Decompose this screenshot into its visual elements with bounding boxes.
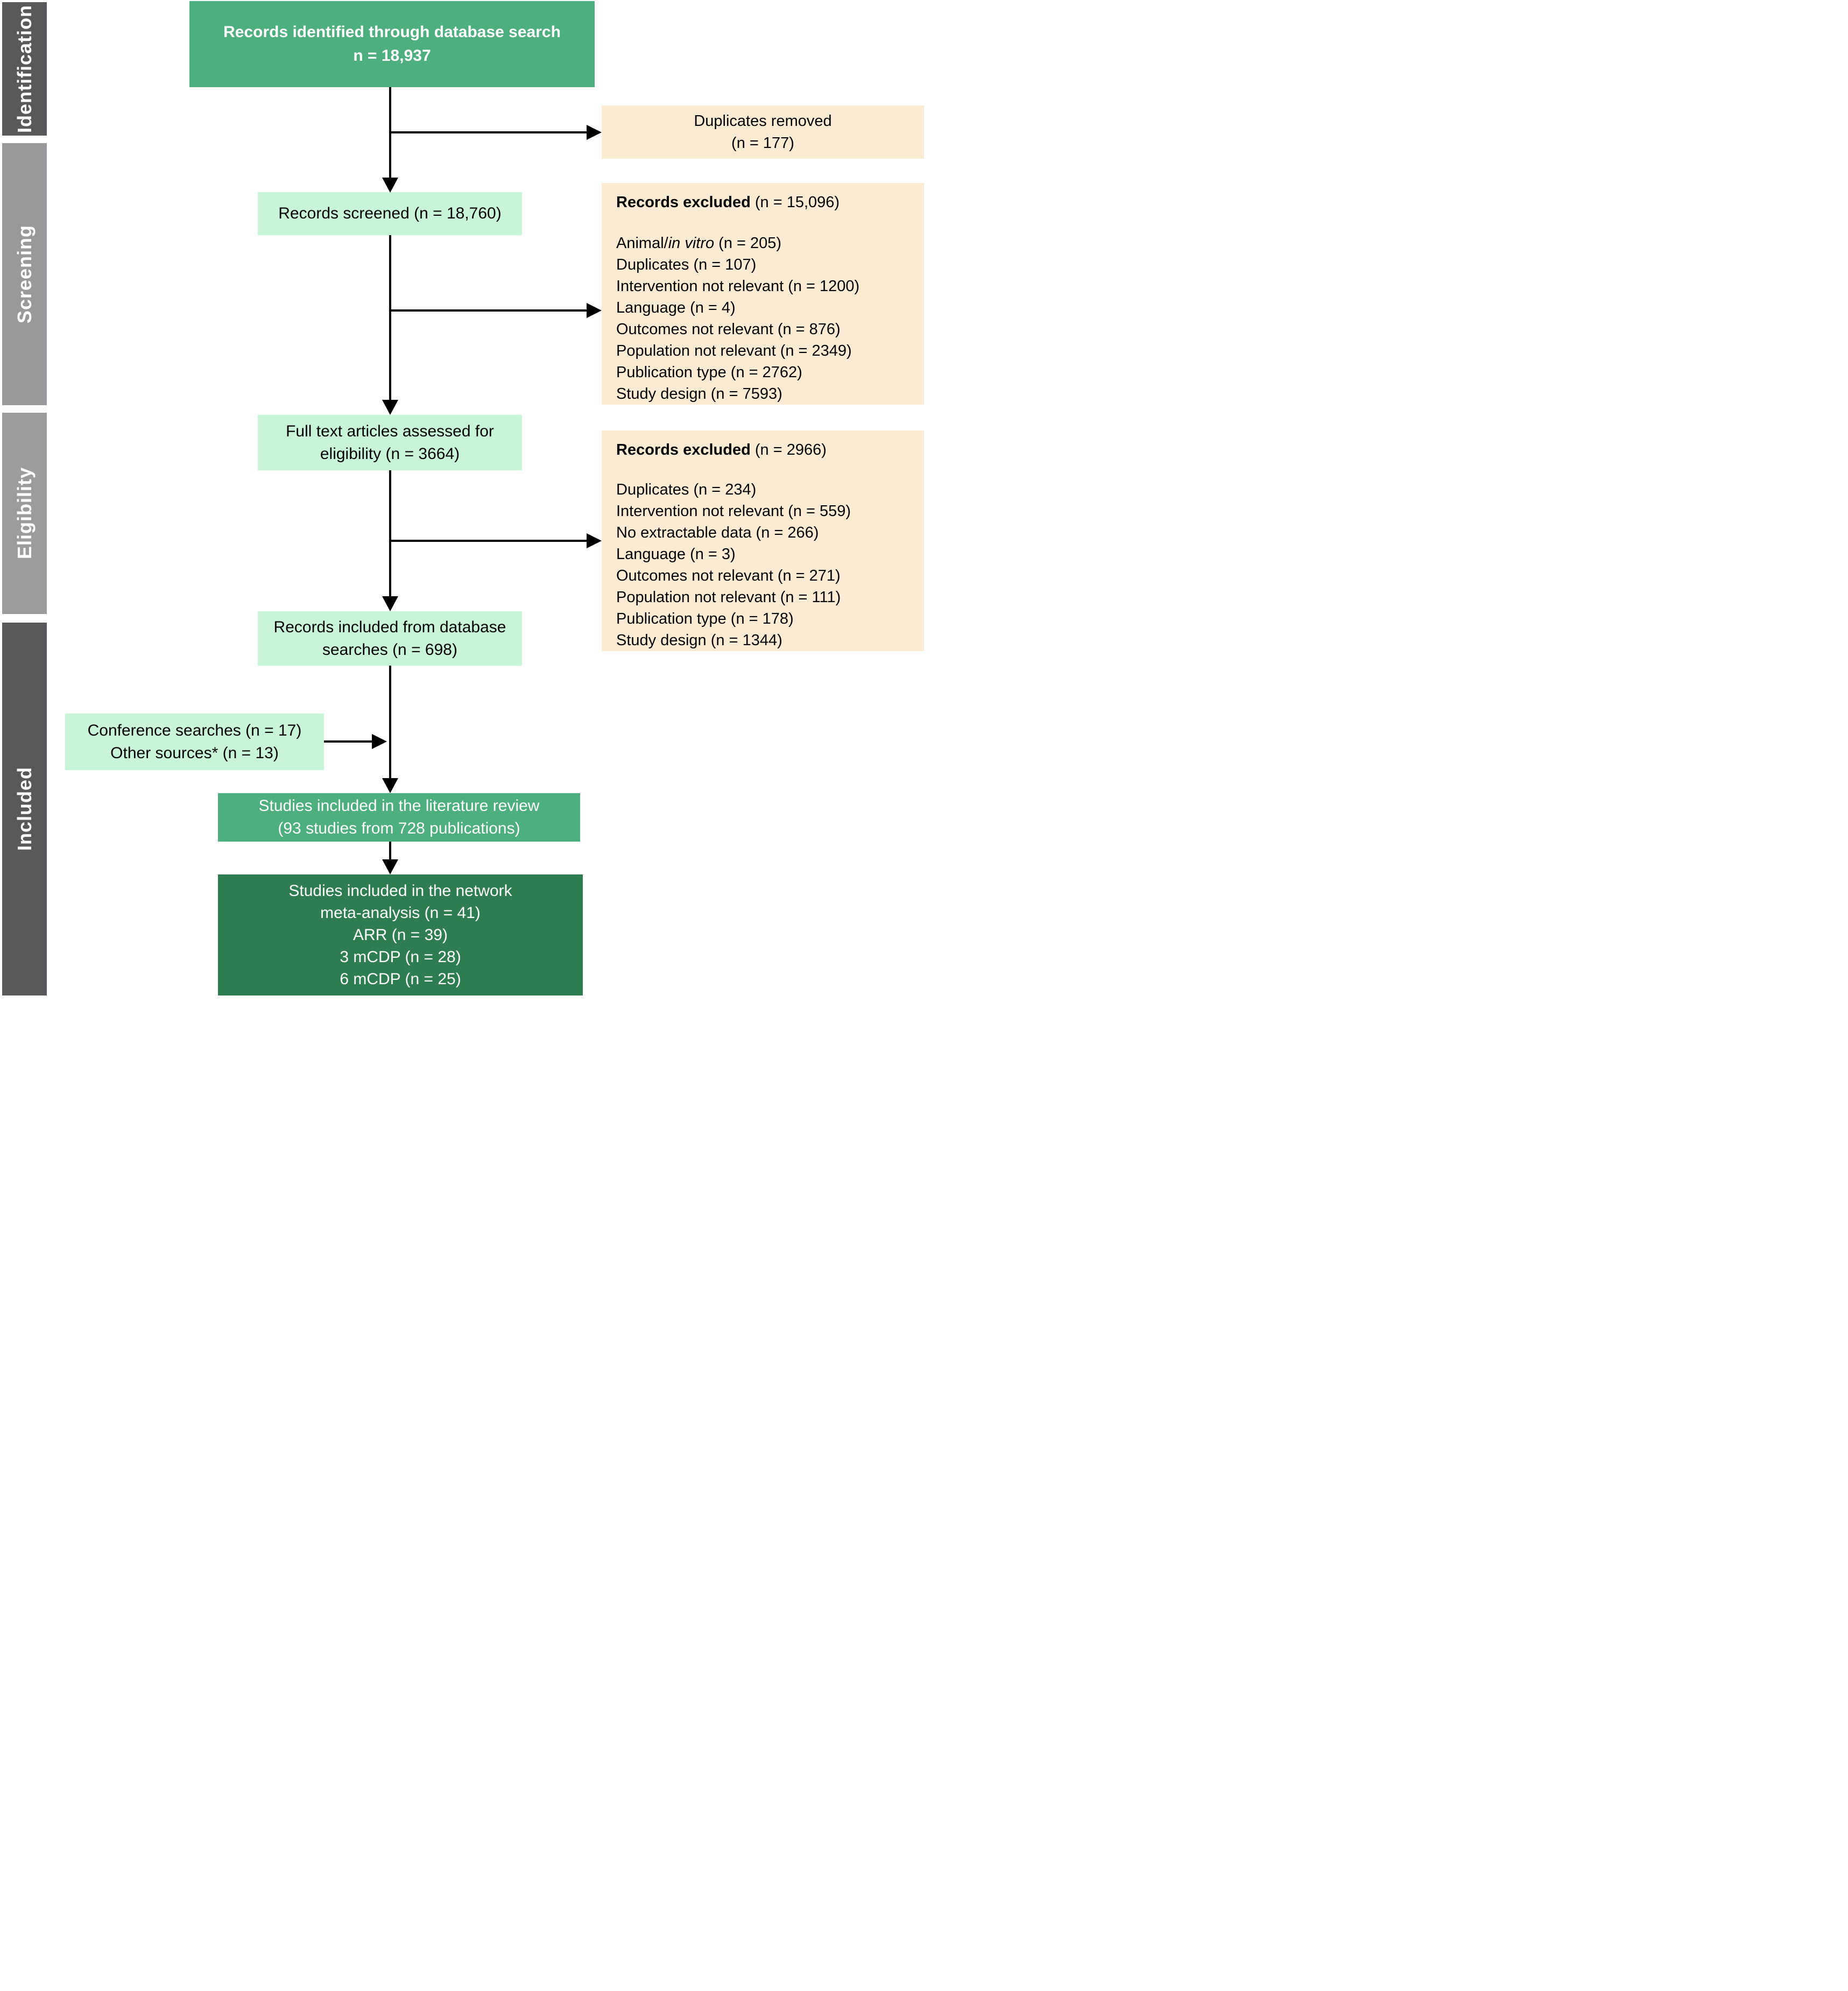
excluded-reason: Study design (n = 1344): [616, 632, 782, 649]
text-line: Records included from database: [273, 618, 506, 636]
excluded-reason: Population not relevant (n = 111): [616, 589, 841, 606]
arrowhead-right-icon: [372, 734, 387, 749]
prisma-flow-diagram: Identification Screening Eligibility Inc…: [0, 0, 924, 996]
excluded-eligibility-reasons-list: Duplicates (n = 234) Intervention not rel…: [616, 479, 851, 651]
text-line: 3 mCDP (n = 28): [340, 948, 461, 966]
excluded-reason: No extractable data (n = 266): [616, 524, 819, 541]
text-line: Studies included in the literature revie…: [258, 797, 540, 815]
excluded-title-count: (n = 2966): [750, 441, 827, 458]
arrowhead-right-icon: [587, 533, 602, 548]
text-line: Duplicates removed: [694, 112, 832, 130]
stage-band-screening: Screening: [2, 143, 47, 405]
arrow-line-included-to-literature: [389, 666, 391, 779]
arrowhead-down-icon: [382, 178, 398, 193]
arrow-line-fulltext-to-included: [389, 470, 391, 597]
stage-band-eligibility: Eligibility: [2, 413, 47, 614]
text-line: 6 mCDP (n = 25): [340, 970, 461, 988]
excluded-title-count: (n = 15,096): [750, 194, 840, 211]
text-line: Full text articles assessed for: [286, 422, 494, 440]
excluded-screening-reasons-list: Animal/in vitro (n = 205) Duplicates (n =…: [616, 232, 859, 405]
arrow-line-to-excluded-screening: [390, 309, 588, 312]
text-segment: (n = 205): [714, 235, 782, 252]
stage-band-included: Included: [2, 623, 47, 996]
text-line: ARR (n = 39): [353, 926, 448, 944]
excluded-reason: Duplicates (n = 234): [616, 481, 757, 498]
arrow-line-from-other-sources: [324, 740, 373, 743]
excluded-screening-title: Records excluded (n = 15,096): [616, 192, 840, 213]
excluded-eligibility-title: Records excluded (n = 2966): [616, 439, 827, 461]
box-fulltext-assessed: Full text articles assessed for eligibili…: [258, 415, 522, 470]
text-line: searches (n = 698): [322, 640, 457, 659]
arrowhead-right-icon: [587, 125, 602, 140]
box-conference-other-sources: Conference searches (n = 17) Other source…: [65, 714, 324, 770]
stage-label-identification: Identification: [13, 5, 36, 133]
excluded-reason: Intervention not relevant (n = 1200): [616, 278, 860, 295]
arrow-line-to-duplicates-removed: [390, 131, 588, 133]
text-line: Other sources* (n = 13): [110, 744, 279, 762]
excluded-reason: Language (n = 4): [616, 299, 736, 316]
arrowhead-down-icon: [382, 596, 398, 611]
arrowhead-down-icon: [382, 859, 398, 874]
arrowhead-down-icon: [382, 400, 398, 415]
text-line: Records identified through database sear…: [223, 23, 561, 41]
stage-label-screening: Screening: [13, 224, 36, 324]
text-segment: Animal/: [616, 235, 668, 252]
arrowhead-right-icon: [587, 303, 602, 318]
box-duplicates-removed: Duplicates removed (n = 177): [602, 105, 924, 159]
italic-text: in vitro: [668, 235, 715, 252]
arrowhead-down-icon: [382, 778, 398, 793]
excluded-title-bold: Records excluded: [616, 441, 751, 458]
text-line: Conference searches (n = 17): [87, 721, 302, 739]
text-line: eligibility (n = 3664): [320, 444, 460, 463]
excluded-title-bold: Records excluded: [616, 194, 751, 211]
records-screened-label: Records screened (n = 18,760): [278, 204, 502, 222]
box-literature-review-included: Studies included in the literature revie…: [218, 793, 580, 842]
stage-label-included: Included: [13, 767, 36, 851]
excluded-reason: Language (n = 3): [616, 546, 736, 563]
box-records-excluded-screening: Records excluded (n = 15,096) Animal/in …: [602, 183, 924, 405]
box-records-identified: Records identified through database sear…: [189, 1, 595, 87]
excluded-reason: Outcomes not relevant (n = 876): [616, 321, 841, 338]
box-network-meta-analysis: Studies included in the network meta-anal…: [218, 874, 583, 996]
box-records-included-database: Records included from database searches (…: [258, 611, 522, 666]
arrow-line-to-excluded-eligibility: [390, 540, 588, 542]
excluded-reason: Population not relevant (n = 2349): [616, 342, 852, 359]
text-line: Studies included in the network: [288, 882, 512, 900]
excluded-reason: Intervention not relevant (n = 559): [616, 503, 851, 520]
excluded-reason: Publication type (n = 178): [616, 610, 794, 627]
stage-band-identification: Identification: [2, 2, 47, 136]
excluded-reason: Outcomes not relevant (n = 271): [616, 567, 841, 584]
stage-label-eligibility: Eligibility: [13, 467, 36, 560]
arrow-line-screened-to-fulltext: [389, 235, 391, 401]
text-line: n = 18,937: [353, 47, 431, 65]
arrow-line-literature-to-network: [389, 842, 391, 860]
text-line: meta-analysis (n = 41): [320, 904, 481, 922]
excluded-reason: Animal/in vitro (n = 205): [616, 232, 859, 254]
box-records-excluded-eligibility: Records excluded (n = 2966) Duplicates (…: [602, 430, 924, 651]
excluded-reason: Study design (n = 7593): [616, 385, 782, 403]
text-line: (n = 177): [731, 134, 794, 152]
box-records-screened: Records screened (n = 18,760): [258, 192, 522, 235]
text-line: (93 studies from 728 publications): [278, 820, 520, 837]
excluded-reason: Publication type (n = 2762): [616, 364, 802, 381]
excluded-reason: Duplicates (n = 107): [616, 256, 757, 273]
